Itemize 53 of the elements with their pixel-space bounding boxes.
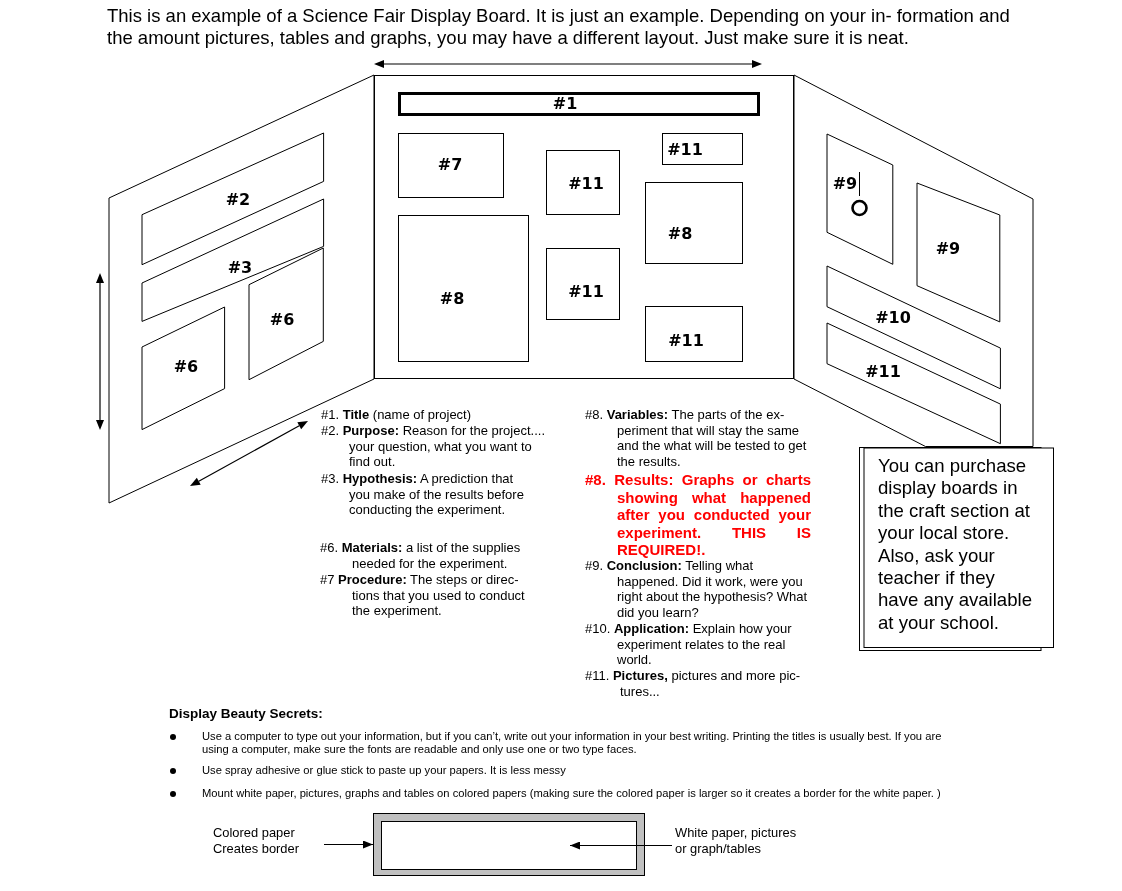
section-heading: Display Beauty Secrets: [169,706,323,722]
section-number: #3 [227,260,253,276]
tip-text: Use a computer to type out your information, but if you can’t, write out your information in your best writing. Printing the titles is usually best. If you are using a computer, make sure the fonts are readable and only use one or two type faces. [202,730,943,756]
section-number: #6 [173,359,199,375]
legend-text: #11. Pictures, pictures and more pic- tures... [585,668,802,699]
content-area [546,248,620,320]
section-number: #8 [439,291,465,307]
intro-text: This is an example of a Science Fair Display Board. It is just an example. Depending on your in- formation and the amount pictures, tables and graphs, you may have a different layout. Just make sure it is neat. [107,5,1011,49]
legend-text: #2. Purpose: Reason for the project.... your question, what you want to find out. [321,423,546,470]
annotation-text: Colored paper Creates border [213,825,321,857]
section-number: #8 [667,226,693,242]
content-area [398,215,529,362]
note-text: You can purchase display boards in the craft section at your local store. Also, ask your teacher if they have any available at your school. [878,455,1034,635]
section-number: #11 [865,364,901,380]
section-number: #11 [668,333,704,349]
title-bar [398,92,760,116]
section-number: #1 [552,96,578,112]
annotation-text: White paper, pictures or graph/tables [675,825,800,857]
required-note: #8. Results: Graphs or charts showing what happened after you conducted your experiment. THIS IS REQUIRED!. [585,471,811,559]
section-number: #6 [269,312,295,328]
content-area [645,306,743,362]
content-area [398,133,504,198]
board-center-panel [374,75,794,379]
legend-text: #3. Hypothesis: A prediction that you make of the results before conducting the experiment. [321,471,525,518]
legend-text: #6. Materials: a list of the supplies needed for the experiment. [320,540,522,571]
content-area [141,306,225,430]
legend-text: #7 Procedure: The steps or direc- tions that you used to conduct the experiment. [320,572,526,619]
content-area [645,182,743,264]
border-frame [373,813,645,876]
arrow [569,841,673,850]
content-area [826,133,893,265]
section-number: #11 [667,142,703,158]
section-number: #11 [568,176,604,192]
legend-text: #10. Application: Explain how your experiment relates to the real world. [585,621,793,668]
legend-text: #8. Variables: The parts of the ex- periment that will stay the same and the what will be tested to get the results. [585,407,808,469]
content-area [249,248,324,380]
paper-sheet [381,821,637,870]
arrow [323,840,374,849]
legend-text: #1. Title (name of project) [321,407,473,423]
section-number: #9 [935,241,961,257]
content-area [917,182,1000,322]
section-number: #11 [568,284,604,300]
tip-text: Mount white paper, pictures, graphs and tables on colored papers (making sure the colored paper is larger so it creates a border for the white paper. ) [202,787,942,800]
content-area [662,133,743,165]
section-number: #9 [832,176,858,192]
content-area [546,150,620,215]
section-number: #7 [437,157,463,173]
legend-text: #9. Conclusion: Telling what happened. Did it work, were you right about the hypothesis? What did you learn? [585,558,809,620]
section-number: #2 [225,192,251,208]
tip-text: Use spray adhesive or glue stick to paste up your papers. It is less messy [202,764,567,777]
content-area [826,323,1000,445]
section-number: #10 [875,310,911,326]
note-box [859,447,1054,651]
